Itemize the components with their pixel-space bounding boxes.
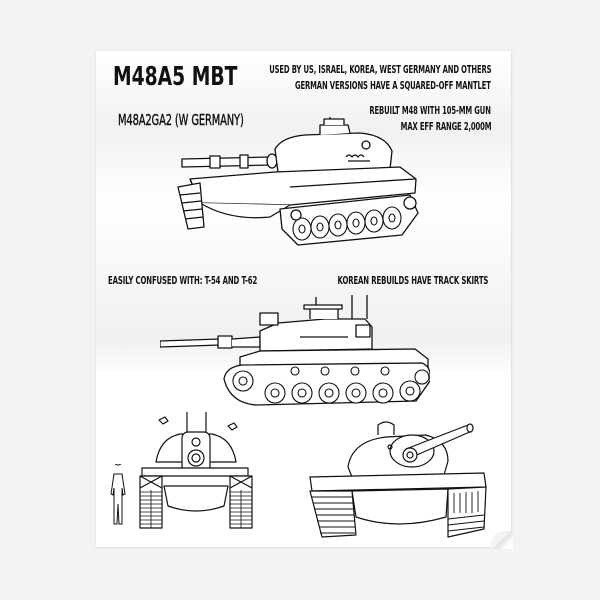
human-scale-silhouette xyxy=(110,464,126,526)
poster-curled-corner xyxy=(491,531,513,549)
tank-three-quarter-view xyxy=(170,117,420,247)
tank-front-view xyxy=(134,406,254,531)
variant-label: M48A2GA2 (W GERMANY) xyxy=(118,111,244,129)
footer-note-confused: EASILY CONFUSED WITH: T-54 AND T-62 xyxy=(108,274,258,287)
tank-front-three-quarter-view xyxy=(308,419,488,544)
tank-side-view xyxy=(160,295,430,410)
poster: M48A5 MBT USED BY US, ISRAEL, KOREA, WES… xyxy=(96,51,513,549)
header-note-users: USED BY US, ISRAEL, KOREA, WEST GERMANY … xyxy=(268,63,491,76)
poster-title: M48A5 MBT xyxy=(113,62,238,92)
spec-note-range: MAX EFF RANGE 2,000M xyxy=(400,120,491,133)
footer-note-korean: KOREAN REBUILDS HAVE TRACK SKIRTS xyxy=(337,274,488,287)
header-note-german: GERMAN VERSIONS HAVE A SQUARED-OFF MANTL… xyxy=(295,79,491,92)
spec-note-gun: REBUILT M48 WITH 105-MM GUN xyxy=(369,104,492,117)
